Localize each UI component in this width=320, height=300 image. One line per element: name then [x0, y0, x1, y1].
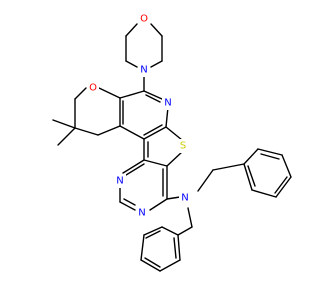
o-morpholine-label: O — [140, 14, 148, 25]
n-morpholine-label: N — [140, 65, 147, 76]
n-amine-label: N — [181, 193, 188, 204]
upper-phenyl-ring — [212, 148, 292, 198]
n-pyridine-label: N — [164, 98, 171, 109]
morpholine-ring — [125, 23, 163, 68]
s-thiophene-label: S — [180, 141, 186, 152]
n-pyrimidine-2-label: N — [138, 208, 145, 219]
n-pyrimidine-1-label: N — [116, 176, 123, 187]
lower-phenyl-ring — [140, 226, 181, 272]
o-pyran-label: O — [89, 83, 97, 94]
thiophene-ring — [143, 126, 184, 167]
molecule-structure-diagram: O N O N S N N N — [52, 12, 292, 272]
pyridine-ring — [119, 90, 169, 140]
pyrimidine-ring — [119, 159, 168, 211]
atom-labels: O N O N S N N N — [87, 12, 191, 220]
dibenzyl-amine-group — [166, 169, 214, 236]
dimethyl-pyran-ring — [52, 76, 145, 146]
